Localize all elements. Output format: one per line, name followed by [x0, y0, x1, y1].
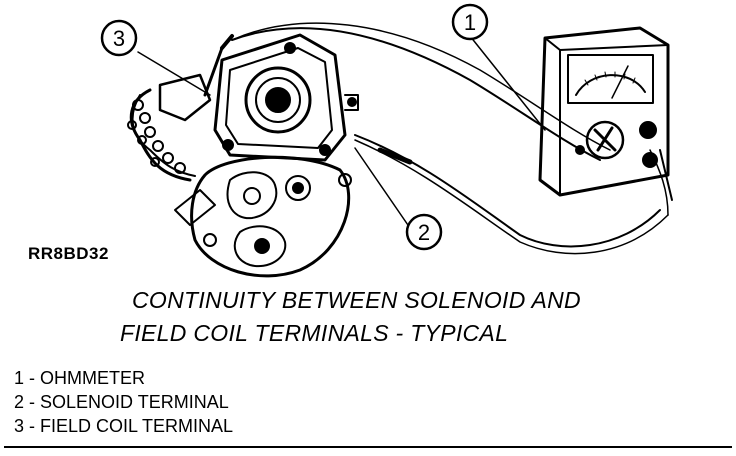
legend-item-3: 3 - FIELD COIL TERMINAL	[14, 416, 234, 436]
field-coil-wire-bundle	[127, 73, 216, 226]
legend: 1 - OHMMETER 2 - SOLENOID TERMINAL 3 - F…	[14, 366, 233, 438]
callout-1: 1	[451, 3, 489, 41]
callout-3: 3	[100, 19, 138, 57]
starter-continuity-illustration: 1 2 3	[100, 3, 673, 278]
callout-2: 2	[405, 213, 443, 251]
callout-1-number: 1	[464, 10, 476, 35]
caption-line-1: CONTINUITY BETWEEN SOLENOID AND	[132, 287, 581, 313]
starter-solenoid-housing	[213, 33, 359, 162]
bottom-rule	[4, 446, 732, 448]
legend-item-1: 1 - OHMMETER	[14, 368, 146, 388]
figure-code: RR8BD32	[28, 244, 109, 263]
caption-line-2: FIELD COIL TERMINALS - TYPICAL	[120, 320, 509, 346]
starter-drive-flange	[190, 155, 352, 278]
callout-leaders	[137, 35, 546, 229]
legend-item-2: 2 - SOLENOID TERMINAL	[14, 392, 229, 412]
ohmmeter	[538, 26, 670, 197]
ohmmeter-test-leads	[203, 22, 673, 255]
callout-2-number: 2	[418, 220, 430, 245]
callout-3-number: 3	[113, 26, 125, 51]
